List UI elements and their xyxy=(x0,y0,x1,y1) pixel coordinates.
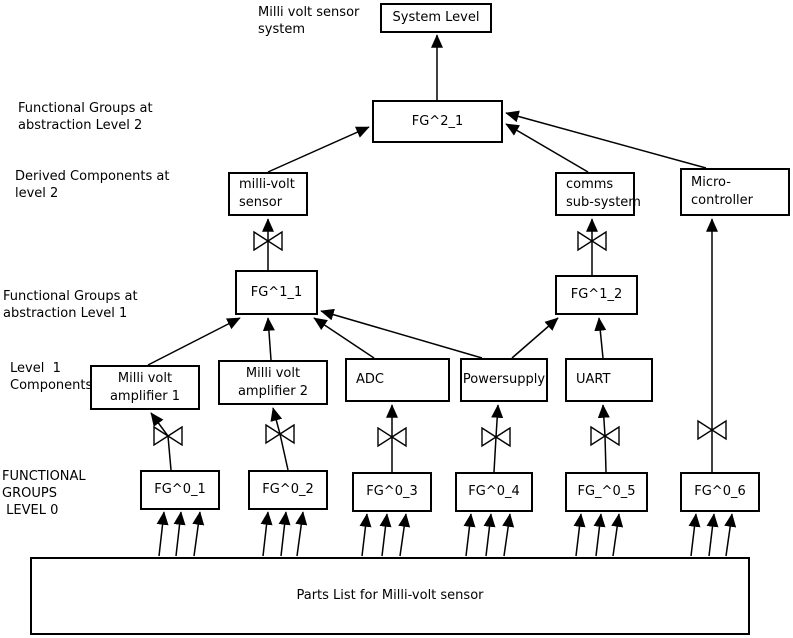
node-micro-controller: Micro- controller xyxy=(680,168,790,216)
node-amplifier-1: Milli volt amplifier 1 xyxy=(90,365,200,410)
arrow-comms-to-fg2 xyxy=(505,123,589,173)
node-amplifier-2: Milli volt amplifier 2 xyxy=(218,360,328,405)
bowtie-icon xyxy=(377,426,407,448)
arrow-amp2-to-fg11 xyxy=(262,317,275,361)
bowtie-icon xyxy=(265,423,295,445)
bowtie-icon xyxy=(253,230,283,252)
arrow-fg02-to-amp2 xyxy=(270,407,289,471)
node-fg0-3: FG^0_3 xyxy=(352,472,432,512)
arrow-power-to-fg12 xyxy=(511,317,559,359)
decomposition-bowtie-icons xyxy=(153,230,727,448)
node-fg0-2: FG^0_2 xyxy=(248,470,328,510)
bowtie-icon xyxy=(481,426,511,448)
label-derived-components-l2: Derived Components at level 2 xyxy=(15,169,170,201)
node-fg0-5: FG_^0_5 xyxy=(565,472,648,512)
label-functional-groups-l2: Functional Groups at abstraction Level 2 xyxy=(18,101,153,133)
node-fg1-1: FG^1_1 xyxy=(235,270,318,315)
arrow-sensor-to-fg2 xyxy=(267,126,370,173)
bowtie-icon xyxy=(697,419,727,441)
node-fg0-6: FG^0_6 xyxy=(680,472,760,512)
arrow-uart-to-fg12 xyxy=(594,317,607,359)
parts-list-arrows xyxy=(156,511,737,557)
node-system-level: System Level xyxy=(380,3,492,33)
node-fg0-1: FG^0_1 xyxy=(140,470,220,510)
node-adc: ADC xyxy=(345,358,450,402)
arrow-amp1-to-fg11 xyxy=(147,317,241,366)
label-functional-groups-l1: Functional Groups at abstraction Level 1 xyxy=(3,289,138,321)
node-powersupply: Powersupply xyxy=(460,358,548,402)
bowtie-icon xyxy=(153,425,183,447)
node-comms-subsystem: comms sub-system xyxy=(555,172,641,216)
arrow-adc-to-fg11 xyxy=(313,317,375,359)
node-fg0-4: FG^0_4 xyxy=(455,472,533,512)
node-fg1-2: FG^1_2 xyxy=(555,275,638,315)
arrow-power-to-fg11 xyxy=(320,308,483,359)
diagram-title: Milli volt sensor system xyxy=(258,5,360,37)
arrow-fg05-to-uart xyxy=(597,404,610,473)
node-fg2-1: FG^2_1 xyxy=(372,100,503,143)
node-millivolt-sensor: milli-volt sensor xyxy=(228,172,308,216)
bowtie-icon xyxy=(590,425,620,447)
label-functional-groups-l0: FUNCTIONAL GROUPS LEVEL 0 xyxy=(2,469,86,518)
bowtie-icon xyxy=(577,230,607,252)
node-parts-list: Parts List for Milli-volt sensor xyxy=(30,557,750,635)
label-level1-components: Level 1 Components xyxy=(10,361,93,393)
node-uart: UART xyxy=(565,358,653,402)
arrow-micro-to-fg2 xyxy=(505,110,707,169)
